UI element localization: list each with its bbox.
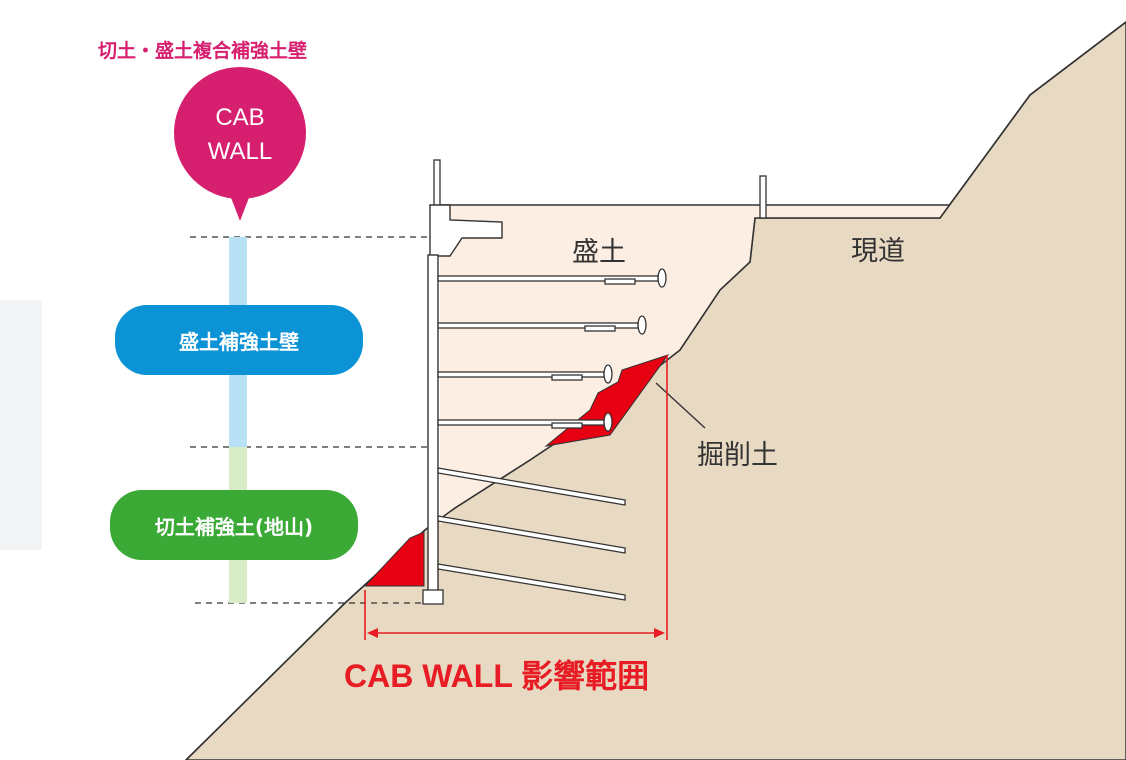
fill-label: 盛土 (572, 237, 626, 268)
existing-road-label: 現道 (851, 236, 905, 267)
influence-range-dimension (364, 355, 668, 640)
ground-surface-line (185, 21, 1126, 760)
fence-post-left (433, 159, 441, 207)
excavated-soil-lower (363, 531, 425, 587)
cab-wall-marker-text: CAB WALL (176, 101, 304, 169)
fill-soil-zone (440, 205, 950, 525)
diagram-title: 切土・盛土複合補強土壁 (98, 40, 308, 62)
influence-range-label: CAB WALL 影響範囲 (344, 658, 650, 694)
fill-reinforcement (437, 268, 667, 432)
marker-line-2: WALL (207, 138, 273, 165)
wall-panel (427, 254, 439, 594)
cut-reinforced-pill: 切土補強土(地山) (110, 490, 358, 560)
excavated-leader-line (655, 382, 706, 429)
fill-reinforced-wall-pill: 盛土補強土壁 (115, 305, 363, 375)
cut-soil-nails (437, 467, 626, 601)
marker-pointer (230, 195, 250, 221)
natural-ground (184, 21, 1126, 760)
side-panel-shade (0, 300, 42, 550)
fence-post-right (759, 175, 767, 219)
excavated-soil-label: 掘削土 (697, 440, 778, 471)
wall-footing (422, 589, 444, 605)
cab-wall-marker (174, 67, 306, 199)
marker-line-1: CAB (215, 104, 265, 131)
